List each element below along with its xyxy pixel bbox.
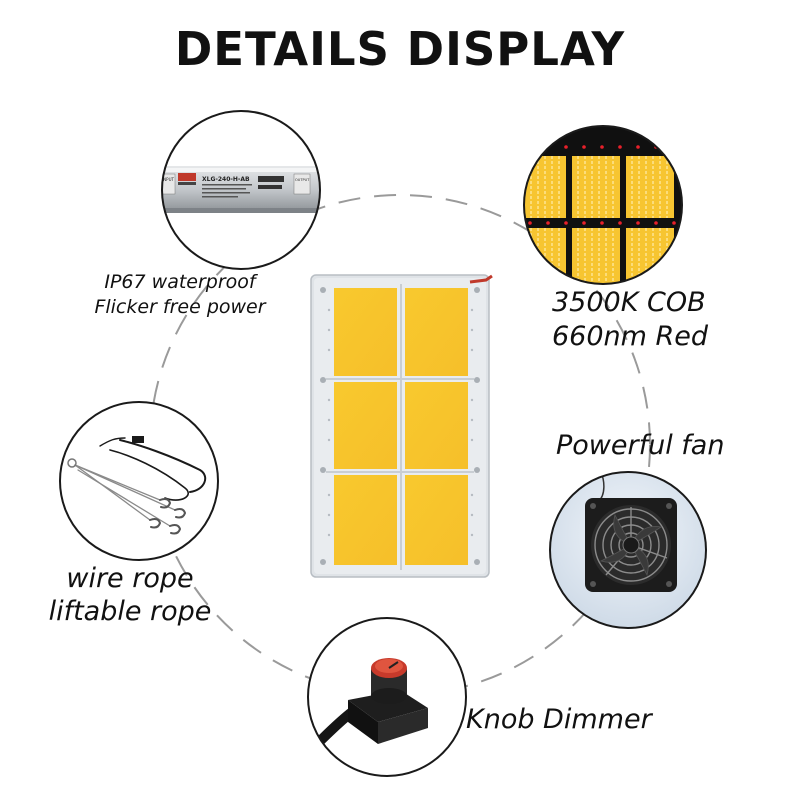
caption-dimmer: Knob Dimmer [466,704,652,735]
knob-dimmer-image [307,617,467,777]
hanging-wire-rope-image [59,401,219,561]
cob-led-closeup-image [523,125,683,285]
caption-fan: Powerful fan [556,430,725,461]
psu-model-label: XLG-240-H-AB [202,176,250,183]
caption-rope: wire rope liftable rope [30,563,230,629]
caption-cob: 3500K COB 660nm Red [552,286,708,354]
cooling-fan-image [549,471,707,629]
caption-power-line1: IP67 waterproof [104,271,256,293]
psu-output-label: OUTPUT [295,178,310,182]
cob-grow-light-panel-image [310,274,493,578]
caption-cob-line1: 3500K COB [552,287,706,318]
caption-rope-line2: liftable rope [48,595,212,627]
caption-power-line2: Flicker free power [94,295,266,318]
dashed-ring [149,194,651,696]
psu-input-label: INPUT [162,177,175,182]
power-supply-driver-image: INPUT XLG-240-H-AB OUTPUT [161,110,321,270]
caption-rope-line1: wire rope [66,563,194,594]
caption-power-supply: IP67 waterproof Flicker free power [70,270,290,319]
page-title: DETAILS DISPLAY [174,22,626,76]
caption-cob-line2: 660nm Red [552,320,709,352]
